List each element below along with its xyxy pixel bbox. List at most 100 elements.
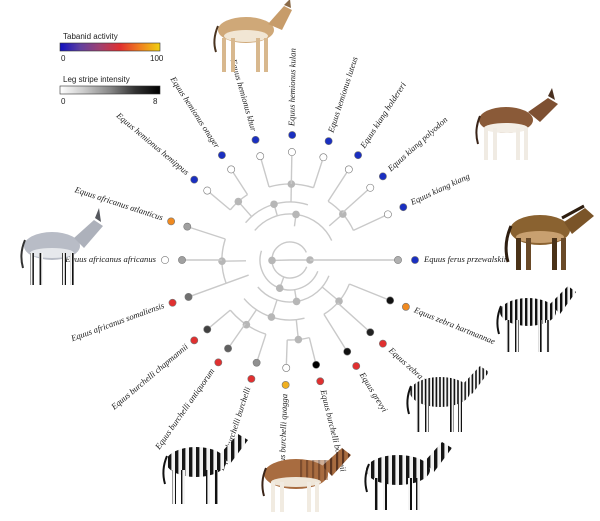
phylogenetic-tree (218, 180, 355, 344)
leaf-branch (290, 152, 293, 185)
przewalski-horse-illustration (504, 204, 594, 270)
stripe-color-bar (59, 85, 161, 95)
leaf-branch (341, 187, 371, 214)
taxon-label: Equus grevyi (357, 370, 390, 415)
tree-node (268, 256, 276, 265)
taxon-label: Equus hemionus onager (168, 74, 223, 151)
stripe-intensity-marker (252, 358, 261, 367)
tree-node (335, 297, 343, 305)
tree-node (275, 284, 284, 292)
stripe-intensity-marker (366, 328, 375, 337)
taxon-label: Equus hemionus hemippus (114, 110, 192, 178)
tabanid-activity-marker (247, 374, 256, 383)
tree-node (339, 210, 347, 218)
taxon-label: Equus kiang holdereri (357, 80, 408, 151)
tabanid-activity-marker (352, 362, 361, 370)
tabanid-color-bar (59, 42, 161, 52)
leaf-branch (227, 323, 246, 349)
taxon-label: Equus kiang kiang (408, 171, 472, 208)
taxon-label: Equus zebra hartmannae (412, 304, 497, 346)
onager-illustration (213, 0, 292, 72)
tabanid-activity-marker (324, 137, 333, 146)
somali-wild-ass-illustration (20, 208, 103, 285)
tree-node (242, 320, 251, 329)
stripe-intensity-marker (282, 364, 291, 372)
tabanid-activity-marker (288, 131, 297, 139)
leaf-branch (206, 309, 231, 330)
tabanid-legend-max: 100 (150, 54, 164, 63)
stripe-intensity-marker (383, 210, 392, 219)
tabanid-activity-marker (167, 217, 176, 226)
taxon-label: Equus africanus africanus (64, 254, 156, 264)
stripe-intensity-marker (386, 296, 395, 305)
tabanid-legend-title: Tabanid activity (63, 32, 118, 41)
stripe-intensity-marker (343, 347, 352, 356)
tabanid-legend: Tabanid activity 0 100 (59, 32, 164, 63)
stripe-intensity-marker (178, 256, 186, 264)
stripe-intensity-marker (344, 165, 353, 174)
leaf-branch (337, 302, 371, 333)
stripe-intensity-marker (319, 153, 328, 162)
leaf-branch (312, 157, 325, 188)
tabanid-activity-marker (411, 256, 419, 264)
tree-arc (257, 275, 330, 303)
stripe-intensity-marker (224, 344, 232, 353)
taxon-label: Equus hemionus luteus (325, 55, 360, 135)
tabanid-activity-marker (281, 381, 290, 389)
leaf-branch (353, 213, 389, 232)
leaf-branch (255, 333, 267, 363)
tabanid-activity-marker (316, 377, 325, 386)
taxon-label: Equus africanus atlanticus (73, 184, 165, 222)
plains-zebra-left-illustration (162, 434, 248, 504)
stripe-legend-title: Leg stripe intensity (63, 75, 130, 84)
quagga-illustration (261, 448, 351, 512)
leaf-branch (187, 225, 226, 240)
tabanid-activity-marker (190, 336, 199, 345)
stripe-intensity-marker (256, 152, 265, 161)
stripe-intensity-marker (366, 183, 375, 192)
tree-node (292, 297, 301, 306)
tree-node (267, 313, 276, 321)
leaf-branch (327, 169, 350, 202)
tabanid-activity-marker (354, 151, 362, 160)
grevy-zebra-illustration (406, 366, 489, 432)
tabanid-activity-marker (161, 256, 169, 264)
stripe-intensity-marker (394, 256, 402, 264)
stripe-intensity-marker (287, 148, 296, 156)
tabanid-activity-marker (378, 172, 387, 181)
stripe-legend-max: 8 (153, 97, 158, 106)
leaf-branch (259, 155, 270, 188)
stripe-intensity-marker (203, 325, 212, 334)
tabanid-activity-marker (168, 298, 177, 307)
hartmann-zebra-illustration (496, 286, 576, 352)
tree-node (218, 257, 226, 265)
leaf-branch (188, 274, 249, 298)
stripe-intensity-marker (312, 360, 321, 369)
tree-node (294, 335, 303, 344)
leaf-branch (349, 283, 391, 302)
tabanid-activity-marker (399, 203, 408, 212)
stripe-intensity-marker (184, 293, 193, 301)
stripe-legend-min: 0 (61, 97, 66, 106)
tree-node (292, 210, 300, 219)
leaf-branch (308, 337, 317, 365)
leaf-branch (285, 339, 288, 368)
taxon-label: Equus africanus somaliensis (69, 300, 166, 344)
tabanid-activity-marker (401, 302, 410, 311)
tree-node (270, 200, 278, 209)
leaf-branch (206, 190, 231, 211)
taxon-label: Equus burchelli antiquorum (152, 366, 216, 452)
leaf-branch (323, 313, 348, 352)
tabanid-activity-marker (251, 135, 260, 144)
stripe-intensity-marker (203, 186, 212, 195)
tabanid-activity-marker (378, 339, 387, 348)
tree-node (234, 197, 243, 206)
taxon-label: Equus kiang polyodon (385, 114, 450, 174)
stripe-intensity-marker (227, 165, 236, 174)
tabanid-activity-marker (218, 151, 226, 160)
stripe-legend: Leg stripe intensity 0 8 (59, 75, 161, 106)
taxon-label: Equus burchelli chapmannii (108, 341, 190, 412)
tabanid-activity-marker (214, 358, 223, 367)
